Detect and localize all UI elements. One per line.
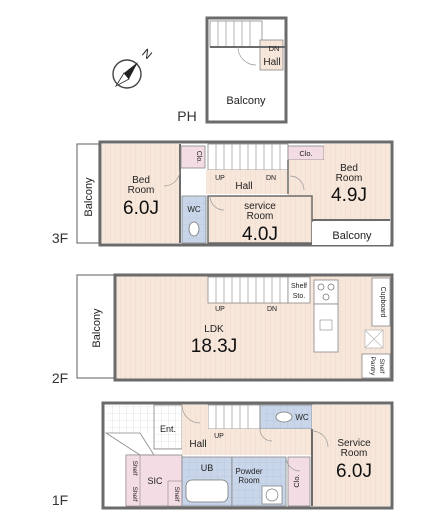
2f-pantry-label: Pantry — [369, 357, 376, 377]
second-floor: Balcony UP DN Shelf Sto. Cupboard — [52, 273, 394, 386]
1f-stairs — [207, 404, 261, 430]
2f-balcony-label: Balcony — [91, 308, 103, 348]
3f-bed-right-size: 4.9J — [331, 185, 367, 206]
1f-wc-label: WC — [295, 413, 309, 422]
1f-sic-label: SIC — [147, 476, 163, 486]
3f-clo-right-label: Clo. — [299, 149, 312, 158]
3f-bed-right-name2: Room — [336, 173, 363, 184]
ph-hall-label: Hall — [263, 57, 280, 68]
1f-powder-room-label: Room — [238, 476, 260, 485]
3f-hall — [206, 170, 288, 194]
1f-ent-label: Ent. — [160, 424, 176, 434]
2f-pantry-shelf-label: Shelf — [378, 359, 385, 374]
3f-wc — [181, 195, 207, 244]
2f-cupboard — [371, 277, 391, 327]
1f-clo-label: Clo. — [292, 474, 301, 487]
3f-bed-left-size: 6.0J — [123, 198, 159, 219]
1f-powder-label: Powder — [235, 467, 262, 476]
ph-floor-label: PH — [177, 108, 196, 124]
1f-up-label: UP — [214, 433, 224, 440]
3f-bed-room-right — [324, 144, 390, 220]
1f-service-name1: Service — [337, 438, 371, 449]
3f-bed-room-left — [102, 144, 180, 243]
compass-north-label: N — [139, 46, 155, 62]
1f-entrance — [153, 404, 183, 450]
3f-balcony-left-label: Balcony — [83, 177, 95, 217]
2f-cupboard-label: Cupboard — [379, 287, 386, 318]
3f-toilet-icon — [188, 221, 200, 237]
3f-service-name2: Room — [247, 211, 274, 222]
3f-hall-label: Hall — [235, 181, 252, 192]
2f-sink-icon — [319, 319, 333, 331]
2f-shelf-label: Shelf — [291, 283, 307, 290]
3f-bed-left-name1: Bed — [132, 175, 150, 186]
1f-toilet-icon — [275, 411, 293, 423]
1f-shelf-c-label: Shelf — [173, 487, 180, 502]
3f-wc-label: WC — [187, 205, 201, 214]
compass-needle-icon — [124, 62, 138, 79]
1f-floor-label: 1F — [52, 492, 68, 508]
2f-ldk-name: LDK — [204, 324, 224, 335]
1f-bathtub-icon — [185, 479, 229, 503]
1f-hall-label: Hall — [189, 439, 206, 450]
compass: N — [112, 46, 155, 89]
penthouse-floor: DN Hall Balcony PH — [177, 16, 288, 124]
1f-washer-icon — [261, 485, 283, 505]
3f-dn-label: DN — [266, 175, 276, 182]
2f-ldk-size: 18.3J — [191, 336, 237, 357]
2f-floor-label: 2F — [52, 370, 68, 386]
1f-service-name2: Room — [341, 448, 368, 459]
1f-shelf-a-label: Shelf — [131, 461, 138, 476]
2f-up-label: UP — [215, 306, 225, 313]
3f-clo-left-label: Clo. — [195, 151, 202, 164]
2f-balcony — [76, 274, 116, 379]
3f-bed-right-name1: Bed — [340, 163, 358, 174]
2f-pantry — [361, 353, 391, 379]
ph-stairs — [209, 20, 263, 48]
1f-shelf-b-label: Shelf — [131, 487, 138, 502]
2f-sto-label: Sto. — [293, 293, 306, 300]
first-floor: Ent. WC UP Hall Service Room 6.0J SIC Sh… — [52, 401, 394, 510]
3f-bed-left-name2: Room — [128, 185, 155, 196]
third-floor: Balcony Bed Room 6.0J Clo. UP DN Hall Cl… — [52, 140, 394, 247]
3f-closet-left — [180, 145, 206, 169]
1f-porch — [106, 405, 154, 433]
3f-service-name1: service — [244, 201, 276, 212]
3f-service-room — [207, 195, 313, 244]
3f-service-size: 4.0J — [242, 224, 278, 245]
ph-dn-label: DN — [269, 44, 280, 53]
1f-hall — [182, 429, 312, 455]
1f-service-room — [312, 405, 390, 506]
3f-up-label: UP — [215, 175, 225, 182]
2f-shelf-storage — [287, 276, 311, 304]
ph-balcony-label: Balcony — [226, 95, 266, 107]
1f-service-size: 6.0J — [336, 461, 372, 482]
3f-balcony-right — [312, 222, 390, 245]
1f-ub-label: UB — [201, 463, 214, 473]
3f-balcony-right-label: Balcony — [332, 230, 372, 242]
2f-dn-label: DN — [267, 306, 277, 313]
3f-floor-label: 3F — [52, 230, 68, 246]
